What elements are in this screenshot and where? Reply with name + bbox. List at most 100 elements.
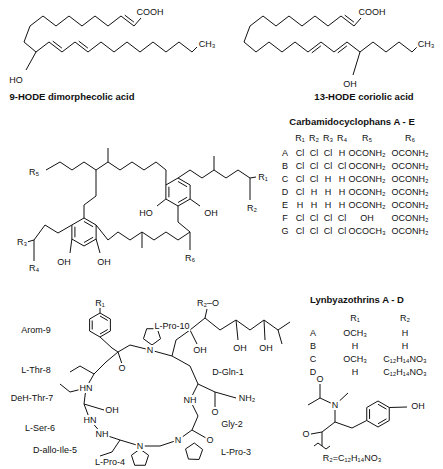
compound-title: Lynbyazothrins A - D xyxy=(309,295,405,305)
structure-label: R₃ xyxy=(322,133,334,143)
structure-label: R₁ xyxy=(257,172,269,182)
carbon-chain xyxy=(96,206,190,240)
structure-label: Cl xyxy=(309,226,320,236)
structure-label: H xyxy=(401,341,410,351)
structure-label: HN xyxy=(83,415,98,425)
isoleucine-side-chain xyxy=(100,440,120,456)
proline-ring xyxy=(143,329,160,345)
double-bond xyxy=(378,404,386,409)
structure-label: Cl xyxy=(323,213,334,223)
structure-label: NH xyxy=(183,395,198,405)
structure-label: OCONH₂ xyxy=(391,161,430,171)
structure-label: R₂=C₁₂H₁₄NO₃ xyxy=(322,453,383,463)
carbon-chain xyxy=(108,162,166,185)
structure-label: OH xyxy=(258,343,274,353)
structure-label: OH xyxy=(342,79,358,89)
glutamine-side-chain xyxy=(198,384,236,398)
structure-label: H xyxy=(338,148,347,158)
structure-label: N xyxy=(174,435,183,445)
structure-label: H xyxy=(296,200,305,210)
methyl xyxy=(214,156,215,170)
structure-label: Cl xyxy=(323,148,334,158)
structure-label: B xyxy=(309,341,317,351)
compound-title: 9-HODE dimorphecolic acid xyxy=(8,92,135,102)
structure-label: N xyxy=(146,345,155,355)
structure-label: L-Ser-6 xyxy=(24,423,56,433)
bond xyxy=(26,52,36,70)
structure-label: R₁ xyxy=(294,133,306,143)
bond xyxy=(192,47,197,52)
structure-label: OCH₃ xyxy=(342,328,368,338)
structure-label: H xyxy=(351,367,360,377)
double-bond xyxy=(369,409,370,419)
structure-label: H xyxy=(324,187,333,197)
structure-label: O xyxy=(315,374,324,384)
structure-label: OH xyxy=(359,213,375,223)
bond xyxy=(190,232,191,250)
structure-label: R₆ xyxy=(404,133,416,143)
double-bond xyxy=(100,330,108,335)
structure-label: CH₃ xyxy=(417,39,436,49)
bond xyxy=(353,52,360,75)
bond xyxy=(250,178,251,200)
structure-label: Arom-9 xyxy=(20,325,52,335)
double-bond xyxy=(74,227,75,238)
compound-title: 13-HODE coriolic acid xyxy=(313,92,414,102)
wavy-attachment xyxy=(314,443,330,449)
bond xyxy=(335,421,367,429)
double-bond xyxy=(100,316,108,321)
structure-label: OCONH₂ xyxy=(391,148,430,158)
double-bond xyxy=(125,15,134,22)
bond xyxy=(134,18,141,26)
structure-label: L-Pro-10 xyxy=(153,321,190,331)
structure-label: Gly-2 xyxy=(220,419,244,429)
structure-label: C₁₂H₁₄NO₃ xyxy=(382,354,427,364)
double-bond xyxy=(53,41,62,48)
structure-label: H xyxy=(338,187,347,197)
bond xyxy=(205,309,207,318)
structure-label: OCONH₂ xyxy=(391,213,430,223)
bond xyxy=(190,199,200,206)
bond xyxy=(192,430,206,438)
structure-label: O xyxy=(210,407,219,417)
structure-label: H xyxy=(338,200,347,210)
structure-label: O xyxy=(301,429,310,439)
structure-label: R₅ xyxy=(28,167,40,177)
structure-label: H xyxy=(310,187,319,197)
double-bond xyxy=(378,419,386,424)
carbon-chain xyxy=(36,42,192,52)
structure-label: C xyxy=(281,174,290,184)
structure-label: OH xyxy=(104,405,120,415)
methyl xyxy=(108,148,109,162)
structure-label: H xyxy=(351,341,360,351)
structure-label: Cl xyxy=(323,226,334,236)
structure-label: H xyxy=(324,174,333,184)
bond xyxy=(34,240,35,261)
structure-label: OH xyxy=(192,345,208,355)
carbon-chain xyxy=(244,26,256,52)
structure-label: Cl xyxy=(337,226,348,236)
structure-label: OCONH₂ xyxy=(348,174,387,184)
structure-label: Cl xyxy=(295,226,306,236)
structure-label: Cl xyxy=(323,161,334,171)
structure-label: R₂ xyxy=(308,133,320,143)
bond xyxy=(215,392,216,408)
bond xyxy=(320,384,321,398)
bond xyxy=(311,432,322,434)
structure-label: OCONH₂ xyxy=(391,174,430,184)
proline-ring xyxy=(131,449,148,465)
compound-title: Carbamidocyclophans A - E xyxy=(288,117,415,127)
structure-label: O xyxy=(205,435,214,445)
structure-label: OCONH₂ xyxy=(348,161,387,171)
double-bond xyxy=(84,222,93,227)
structure-label: D xyxy=(281,187,290,197)
structure-label: R₁ xyxy=(94,298,106,308)
benzene-ring xyxy=(166,178,190,206)
structure-label: OCONH₂ xyxy=(348,187,387,197)
structure-label: Cl xyxy=(337,213,348,223)
structure-label: OH xyxy=(203,208,219,218)
carbon-chain xyxy=(178,170,250,178)
structure-label: H xyxy=(338,174,347,184)
structure-label: R₄ xyxy=(336,133,348,143)
